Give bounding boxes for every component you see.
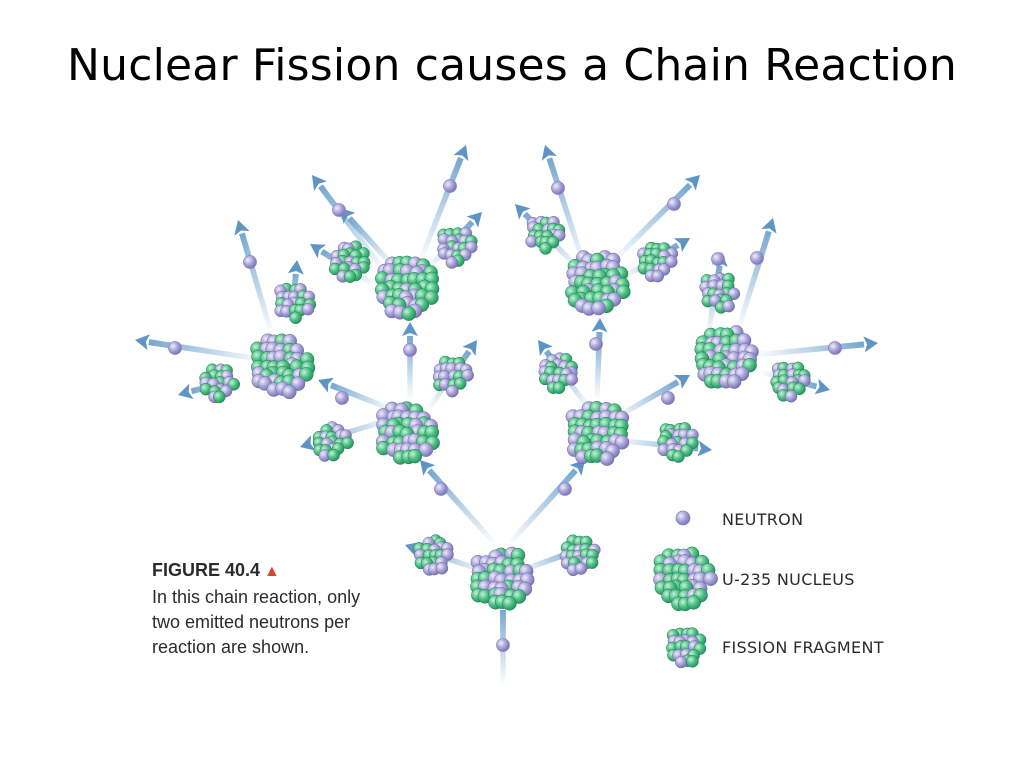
legend-nucleus-symbol [653, 546, 718, 612]
figure-caption: FIGURE 40.4▲ In this chain reaction, onl… [152, 560, 392, 660]
figure-label-text: FIGURE 40.4 [152, 560, 261, 580]
neutron [335, 391, 349, 405]
figure-label: FIGURE 40.4▲ [152, 560, 392, 581]
neutron [496, 638, 510, 652]
neutron [168, 341, 182, 355]
neutron [551, 181, 565, 195]
u235-nucleus [375, 401, 440, 465]
legend-neutron-symbol [675, 510, 691, 526]
legend-fragment-symbol [666, 627, 707, 669]
neutron [434, 482, 448, 496]
neutron [243, 255, 257, 269]
triangle-icon: ▲ [264, 563, 280, 580]
fission-fragment [274, 282, 317, 325]
neutron [589, 337, 603, 351]
fission-fragment [538, 352, 578, 395]
neutron [667, 197, 681, 211]
figure-caption-text: In this chain reaction, only two emitted… [152, 587, 361, 657]
fission-fragment [559, 534, 601, 577]
neutron-arrow [317, 377, 394, 413]
neutron-arrow [613, 374, 691, 421]
fission-fragment [770, 361, 811, 403]
fission-fragment [413, 534, 454, 576]
neutron [828, 341, 842, 355]
neutron [750, 251, 764, 265]
neutron-arrow [506, 459, 585, 547]
fission-fragment [437, 226, 478, 269]
fission-fragment [432, 355, 474, 398]
neutron [711, 252, 725, 266]
neutron-arrow [419, 460, 498, 547]
fission-fragment [699, 272, 741, 314]
fission-fragment [637, 241, 679, 283]
fission-fragment [525, 215, 566, 255]
neutron-arrow [735, 217, 777, 331]
u235-nucleus [250, 333, 316, 400]
fission-fragment [328, 240, 371, 283]
legend-label-fragment: FISSION FRAGMENT [722, 638, 884, 657]
neutron [661, 391, 675, 405]
neutron-arrow [234, 220, 275, 336]
neutron-arrow [402, 322, 418, 400]
u235-nucleus [694, 325, 759, 389]
neutron [332, 203, 346, 217]
legend-label-nucleus: U-235 NUCLEUS [722, 570, 855, 589]
neutron [443, 179, 457, 193]
neutron [558, 482, 572, 496]
neutron-arrow [134, 334, 266, 363]
fission-fragment [312, 421, 354, 462]
neutron-arrow [754, 336, 878, 358]
u235-nucleus [565, 250, 631, 316]
legend-symbols [653, 510, 718, 669]
slide-title: Nuclear Fission causes a Chain Reaction [67, 40, 957, 91]
particles [168, 179, 842, 652]
u235-nucleus [375, 255, 440, 321]
neutron-arrow [591, 317, 608, 401]
fission-fragment [199, 363, 241, 404]
u235-nucleus [565, 400, 630, 466]
neutron [403, 343, 417, 357]
u235-nucleus [470, 546, 535, 611]
fission-fragment [657, 422, 699, 463]
legend-label-neutron: NEUTRON [722, 510, 804, 529]
